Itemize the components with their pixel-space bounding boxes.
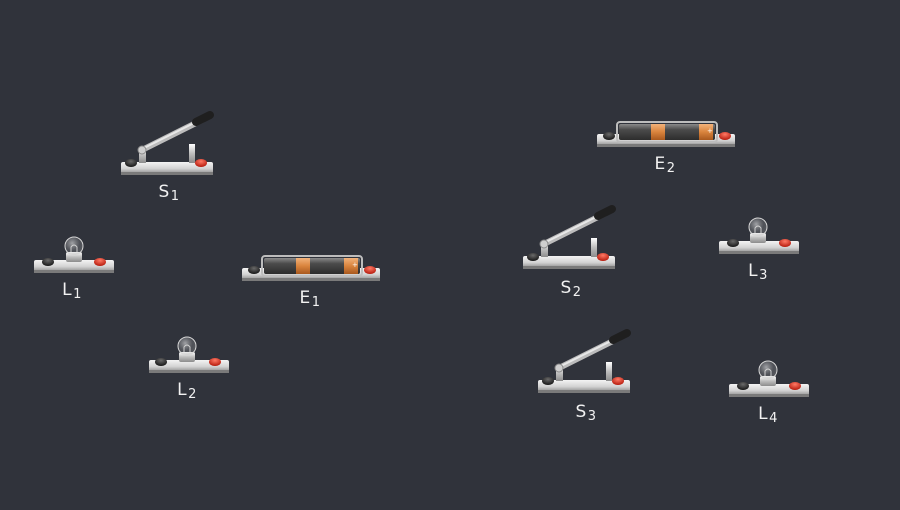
label-l3: L3 xyxy=(748,261,768,284)
label-s1: S1 xyxy=(158,182,180,205)
bulb-icon xyxy=(729,360,809,397)
battery-icon: + xyxy=(242,255,380,281)
label-s2: S2 xyxy=(560,278,582,301)
switch-s3[interactable] xyxy=(537,326,632,396)
svg-text:+: + xyxy=(707,127,713,135)
bulb-l4[interactable] xyxy=(729,360,809,400)
label-l1: L1 xyxy=(62,280,82,303)
label-l2: L2 xyxy=(177,380,197,403)
knife-switch-icon xyxy=(538,329,631,393)
bulb-icon xyxy=(34,236,114,273)
bulb-l1[interactable] xyxy=(34,236,114,276)
bulb-l2[interactable] xyxy=(149,336,229,376)
label-l4: L4 xyxy=(758,404,778,427)
battery-e1[interactable]: + xyxy=(242,252,382,284)
bulb-icon xyxy=(719,217,799,254)
switch-s1[interactable] xyxy=(120,108,215,178)
switch-s2[interactable] xyxy=(522,202,617,272)
label-e1: E1 xyxy=(299,288,321,311)
label-e2: E2 xyxy=(654,154,676,177)
knife-switch-icon xyxy=(523,205,616,269)
battery-e2[interactable]: + xyxy=(597,118,737,150)
label-s3: S3 xyxy=(575,402,597,425)
svg-text:+: + xyxy=(352,261,358,269)
battery-icon: + xyxy=(597,121,735,147)
knife-switch-icon xyxy=(121,111,214,175)
bulb-l3[interactable] xyxy=(719,217,799,257)
bulb-icon xyxy=(149,336,229,373)
